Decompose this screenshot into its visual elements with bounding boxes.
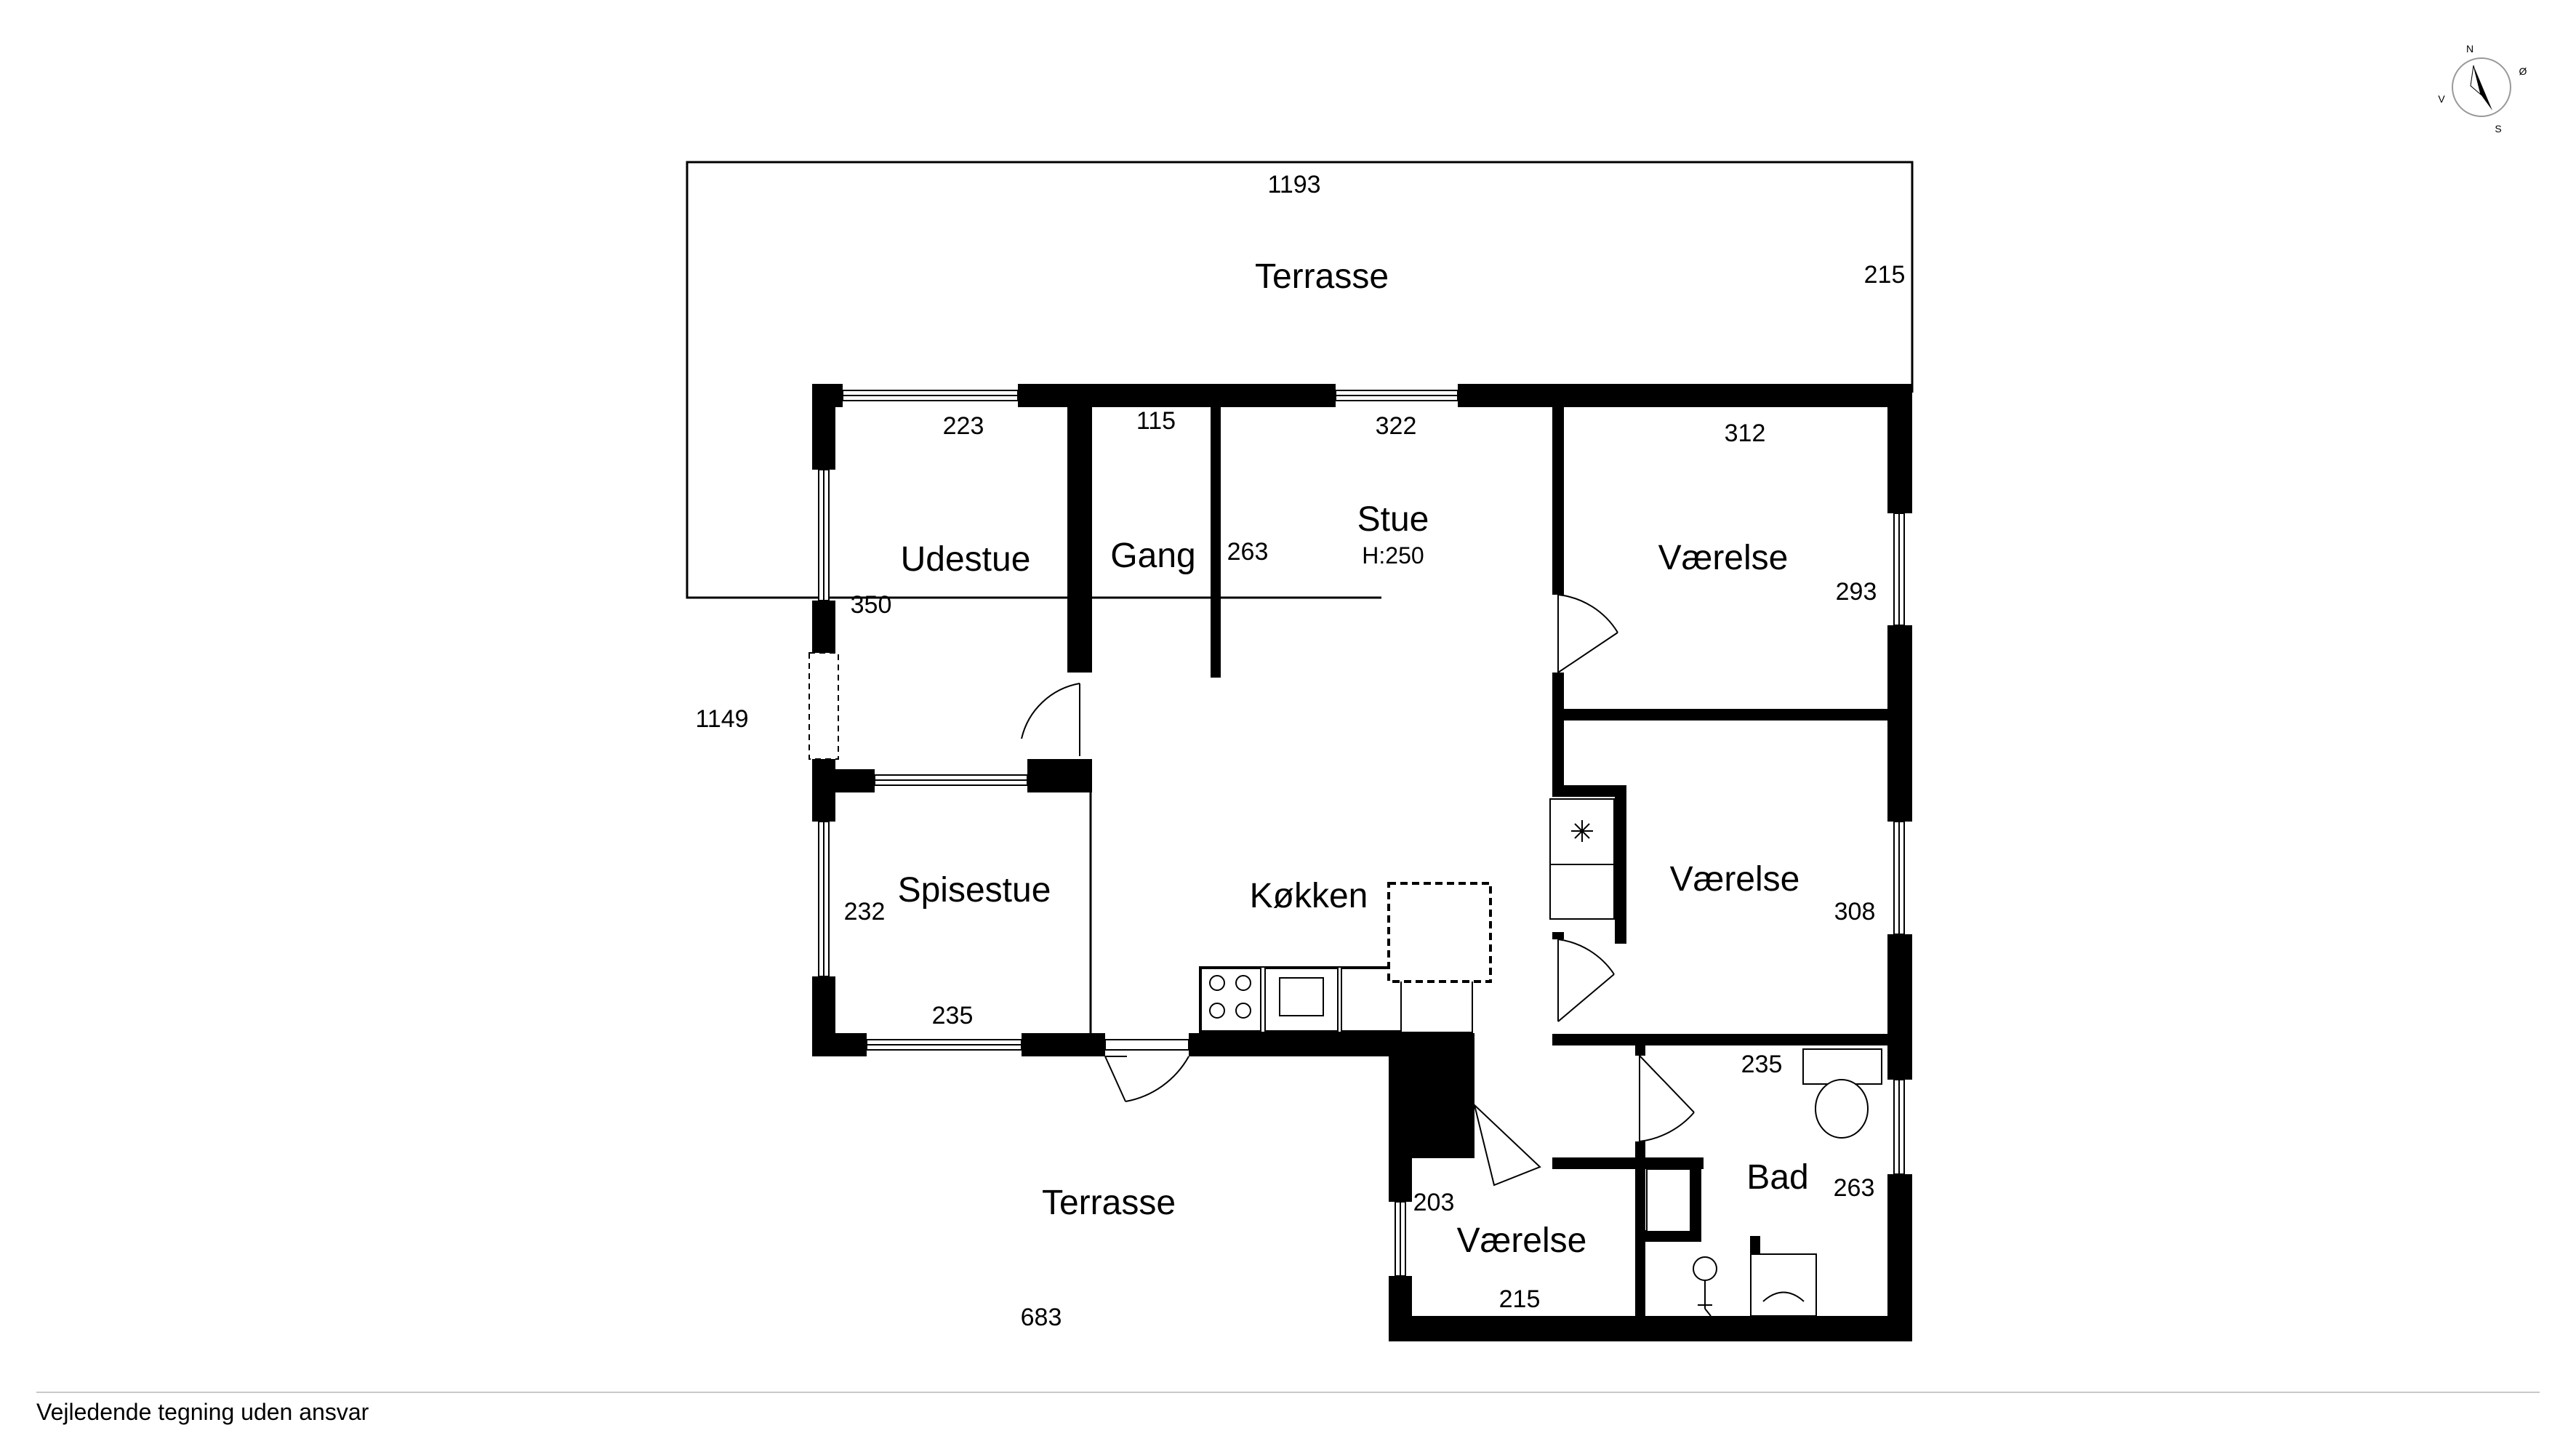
room-label-vaerelse-1: Værelse [1658, 539, 1789, 577]
dimension-gang-height: 263 [1227, 538, 1269, 566]
room-label-udestue: Udestue [901, 540, 1031, 579]
windows [808, 390, 1905, 1277]
dimension-vaerelse3-width: 215 [1499, 1285, 1541, 1313]
dimension-vaerelse2-height: 308 [1834, 898, 1876, 926]
terrace-outline [686, 161, 1914, 599]
dimension-vaerelse3-height: 203 [1413, 1189, 1455, 1216]
compass-south: S [2495, 123, 2501, 135]
dimension-bad-height: 263 [1834, 1174, 1875, 1202]
doors [1021, 594, 1695, 1187]
dimension-labels: 1193 215 1149 223 350 115 263 322 312 29… [695, 171, 1905, 1331]
dimension-top-width: 1193 [1267, 171, 1320, 198]
dimension-bad-width: 235 [1741, 1051, 1783, 1078]
dimension-gang-width: 115 [1136, 407, 1176, 435]
room-label-terrasse-bottom: Terrasse [1042, 1184, 1176, 1222]
room-label-vaerelse-3: Værelse [1457, 1221, 1587, 1260]
compass-east: Ø [2519, 65, 2527, 77]
dimension-bottom-width: 683 [1021, 1304, 1062, 1331]
compass-west: V [2438, 93, 2445, 105]
room-label-stue: Stue [1357, 500, 1429, 539]
room-label-gang: Gang [1110, 537, 1195, 575]
disclaimer-text: Vejledende tegning uden ansvar [36, 1399, 369, 1425]
compass-icon: N Ø S V [2438, 43, 2527, 135]
footer-divider [36, 1392, 2540, 1393]
walls [812, 384, 1912, 1341]
dimension-spisestue-height: 232 [844, 898, 886, 926]
wardrobe [1549, 798, 1615, 920]
room-label-bad: Bad [1746, 1158, 1808, 1197]
dimension-vaerelse1-height: 293 [1836, 578, 1877, 606]
room-label-terrasse-top: Terrasse [1255, 257, 1389, 296]
dimension-left-height: 1149 [695, 705, 748, 733]
dimension-spisestue-width: 235 [932, 1002, 974, 1029]
dimension-udestue-width: 223 [943, 412, 984, 440]
dimension-vaerelse1-width: 312 [1725, 420, 1766, 447]
bathroom-fixtures [1646, 1048, 1882, 1317]
dimension-udestue-height: 350 [851, 591, 892, 619]
room-label-spisestue: Spisestue [898, 871, 1051, 910]
room-label-koekken: Køkken [1250, 877, 1368, 915]
room-labels: Terrasse Udestue Gang Stue H:250 Værelse… [898, 257, 1809, 1260]
kitchen-counter [1199, 882, 1492, 1033]
dimension-top-depth: 215 [1864, 261, 1906, 289]
room-label-vaerelse-2: Værelse [1670, 860, 1800, 899]
dimension-stue-width: 322 [1376, 412, 1417, 440]
compass-north: N [2466, 43, 2473, 55]
room-height-stue: H:250 [1362, 542, 1424, 569]
